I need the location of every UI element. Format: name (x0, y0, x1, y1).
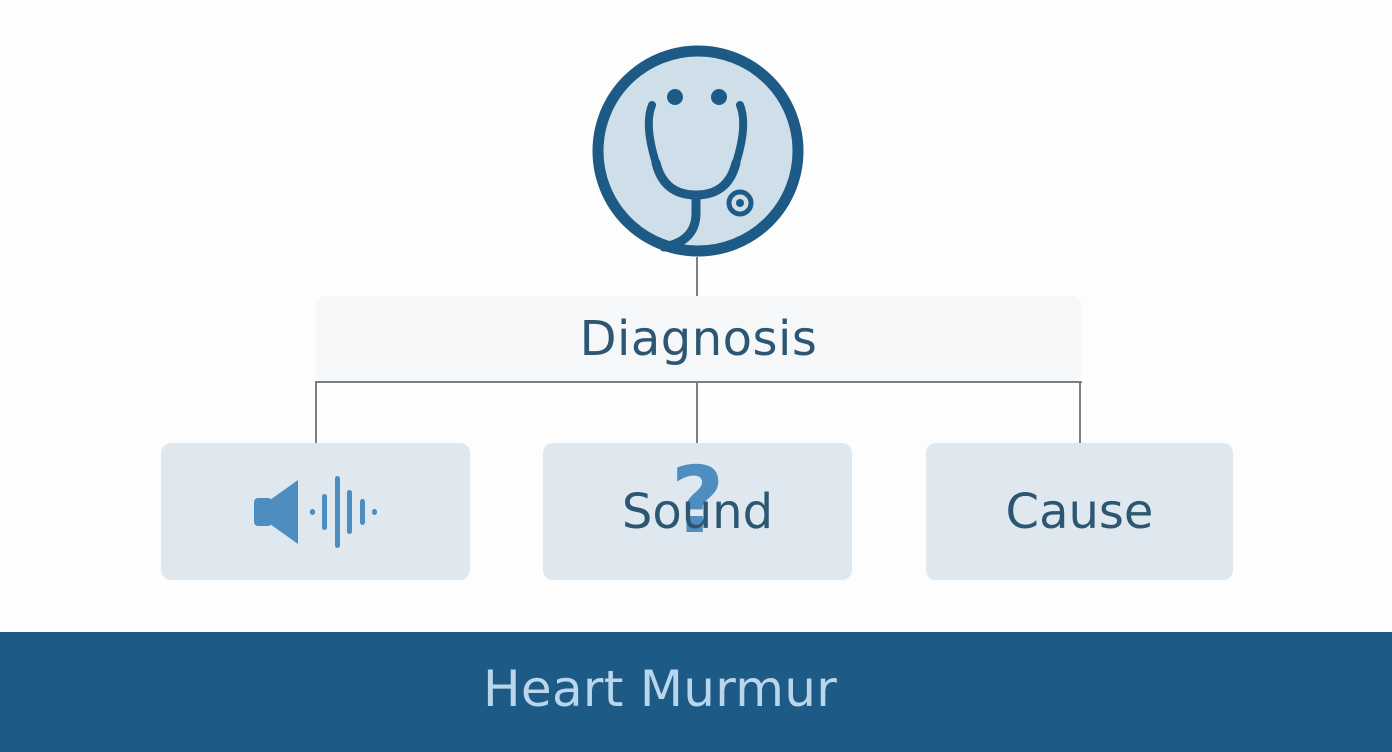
diagnosis-node: Diagnosis (316, 296, 1081, 382)
question-mark-icon: ? (670, 447, 725, 554)
connector-branch-left (315, 381, 317, 443)
footer-bar (0, 632, 1392, 752)
cause-label: Cause (1005, 483, 1154, 540)
connector-root-to-diagnosis (696, 257, 698, 296)
speaker-sound-wave-icon (253, 475, 377, 548)
stethoscope-icon (592, 45, 804, 257)
branch-card-cause: Cause (926, 443, 1233, 580)
footer-title: Heart Murmur (483, 660, 838, 718)
diagnosis-label: Diagnosis (579, 311, 818, 367)
connector-horizontal (315, 381, 1082, 383)
branch-card-sound-icon (161, 443, 470, 580)
diagram-canvas: Diagnosis ? Sound Cause (161, 45, 1233, 580)
branch-card-sound: ? Sound (543, 443, 852, 580)
connector-branch-right (1079, 381, 1081, 443)
sound-label: Sound (621, 483, 774, 540)
connector-branch-middle (696, 381, 698, 443)
